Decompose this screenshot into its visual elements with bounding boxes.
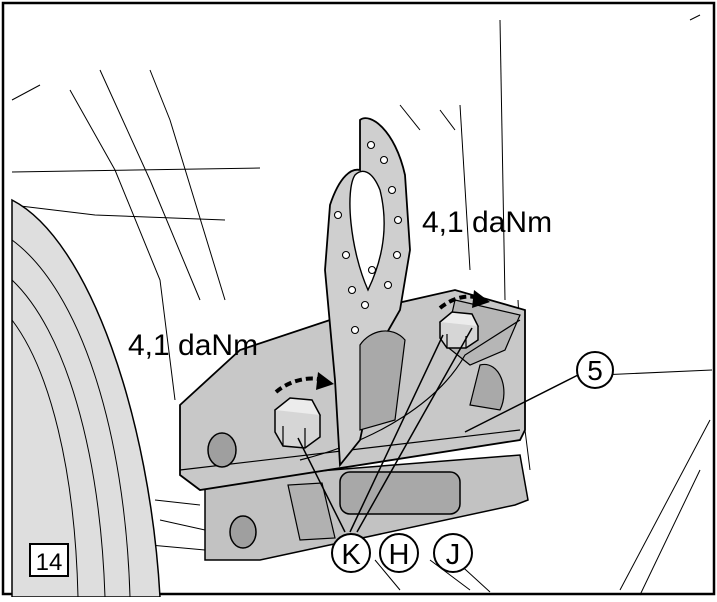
tighten-arrowhead-right	[472, 290, 490, 308]
callout-5-label: 5	[587, 355, 603, 386]
tire	[11, 198, 161, 598]
callout-j-label: J	[446, 539, 461, 571]
callout-k-label: K	[341, 539, 361, 571]
torque-label-left: 4,1 daNm	[128, 329, 258, 362]
callout-h: H	[379, 533, 419, 573]
tighten-arrowhead-left	[316, 372, 334, 390]
hitch-plate	[324, 117, 411, 468]
background-structure	[11, 14, 713, 596]
torque-label-right: 4,1 daNm	[422, 206, 552, 239]
lower-block	[204, 454, 529, 561]
bolt-k	[274, 397, 321, 449]
callout-5: 5	[576, 351, 614, 389]
callout-h-label: H	[389, 539, 410, 571]
figure-number: 14	[36, 549, 63, 576]
bolt-h	[439, 311, 479, 349]
figure-number-box: 14	[29, 543, 69, 577]
leader-lines	[297, 327, 579, 533]
callout-k: K	[331, 533, 371, 573]
callout-j: J	[433, 533, 473, 573]
